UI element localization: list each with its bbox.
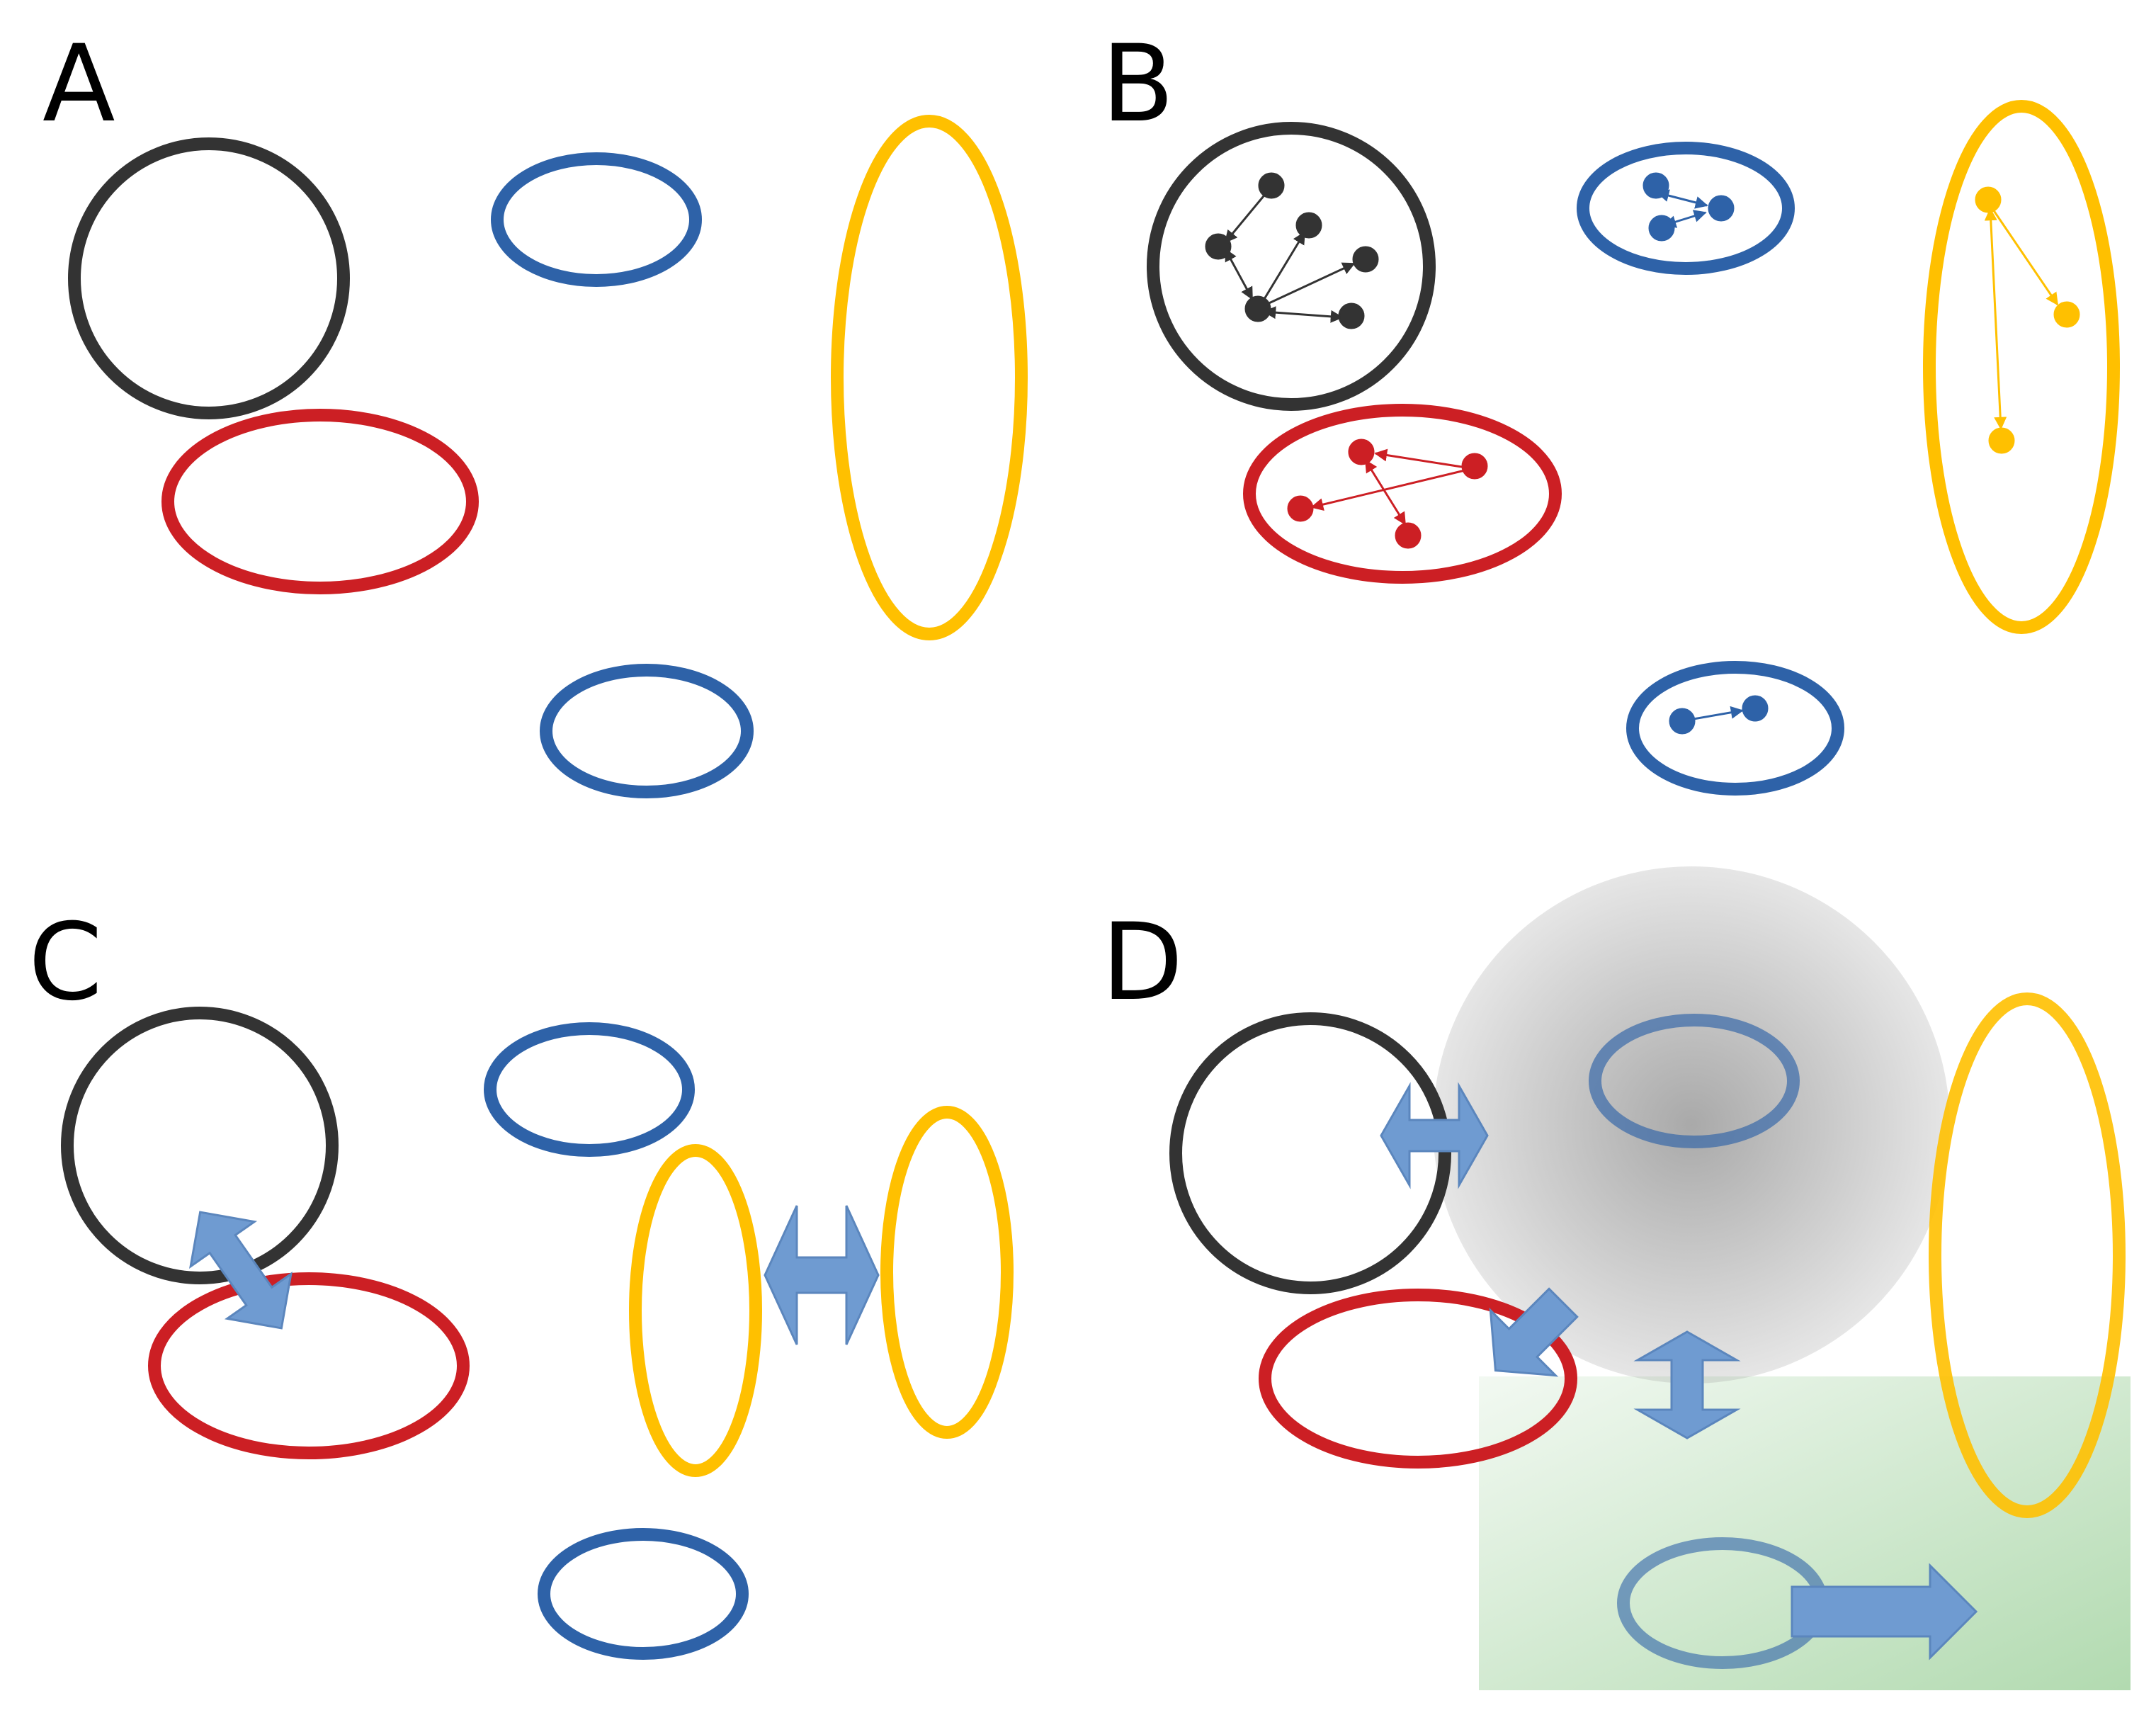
black-circle xyxy=(61,1007,339,1284)
red-ellipse xyxy=(1243,404,1562,584)
black-circle xyxy=(68,137,350,419)
blue-ellipse-top xyxy=(491,152,702,287)
blue-ellipse-top xyxy=(1589,1014,1800,1148)
panel-label-c: C xyxy=(28,901,103,1024)
double-arrow-icon xyxy=(189,1211,293,1330)
black-network xyxy=(1205,172,1379,329)
blue-ellipse-top xyxy=(484,1022,695,1157)
panel-d: D xyxy=(1101,866,2131,1690)
panel-label-d: D xyxy=(1101,901,1184,1024)
yellow-ellipse xyxy=(1929,992,2126,1518)
yellow-ellipse xyxy=(1923,100,2120,634)
arrow-icon xyxy=(1791,1563,1978,1660)
red-ellipse xyxy=(161,409,479,594)
blue-network-bottom xyxy=(1669,695,1769,735)
panel-label-a: A xyxy=(42,23,115,146)
black-circle xyxy=(1147,122,1436,411)
double-arrow-icon xyxy=(1633,1330,1741,1439)
blue-ellipse-bottom xyxy=(540,664,754,798)
blue-ellipse-bottom xyxy=(1626,661,1844,796)
yellow-network xyxy=(1975,186,2080,454)
blue-ellipse-bottom xyxy=(538,1528,749,1660)
yellow-ellipse xyxy=(831,115,1028,640)
black-circle xyxy=(1169,1012,1451,1294)
yellow-ellipse-left xyxy=(629,1144,762,1477)
yellow-ellipse-right xyxy=(880,1106,1014,1439)
panel-label-b: B xyxy=(1101,23,1174,146)
blue-ellipse-top xyxy=(1577,142,1795,275)
panel-b: B xyxy=(1101,23,2120,796)
arrow-icon xyxy=(1489,1287,1579,1377)
panel-c: C xyxy=(28,901,1014,1660)
gray-zone xyxy=(1433,866,1950,1384)
red-ellipse xyxy=(148,1272,470,1459)
red-ellipse xyxy=(1259,1289,1577,1469)
panel-a: A xyxy=(42,23,1028,798)
double-arrow-icon xyxy=(764,1205,880,1345)
double-arrow-icon xyxy=(1380,1082,1489,1189)
red-network xyxy=(1287,439,1488,549)
blue-network-top xyxy=(1642,172,1735,242)
